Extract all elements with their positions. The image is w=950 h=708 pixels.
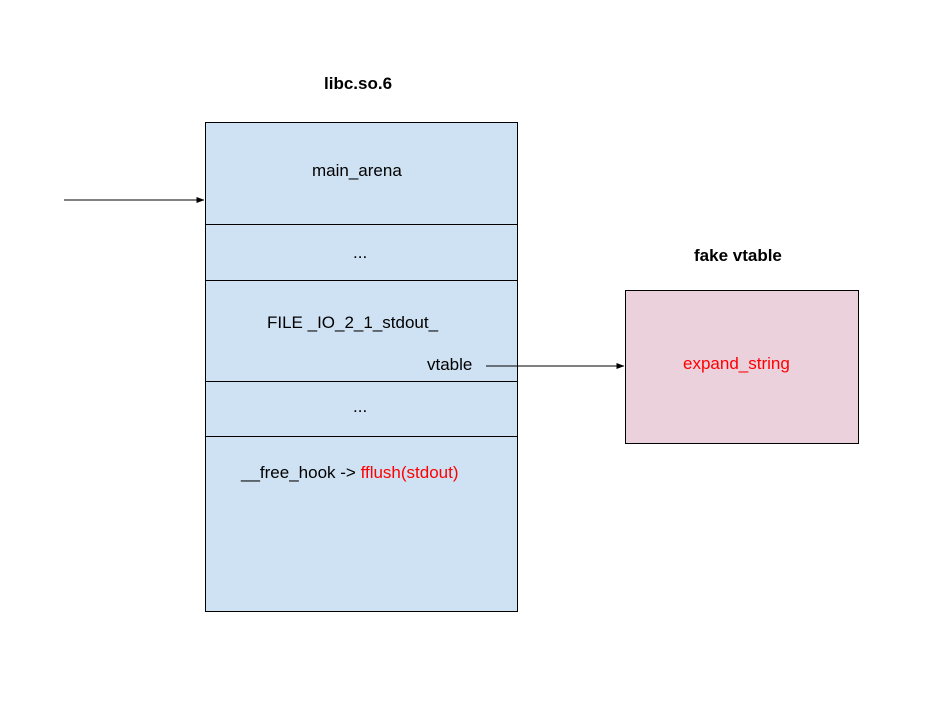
- expand-string-label: expand_string: [683, 354, 790, 373]
- free-hook-target: fflush(stdout): [360, 463, 459, 482]
- free-hook-prefix: __free_hook ->: [241, 463, 361, 482]
- libc-title: libc.so.6: [324, 74, 393, 93]
- divider-3: [205, 381, 517, 382]
- fake-vtable-title: fake vtable: [694, 246, 782, 265]
- ellipsis-label-1: ...: [353, 243, 368, 262]
- divider-2: [205, 280, 518, 281]
- ellipsis-label-2: ...: [353, 397, 368, 416]
- divider-4: [205, 436, 517, 437]
- main-arena-label: main_arena: [312, 161, 402, 180]
- fake-vtable-block: [625, 290, 859, 444]
- vtable-field-label: vtable: [427, 355, 473, 374]
- free-hook-label: __free_hook -> fflush(stdout): [241, 463, 459, 483]
- libc-memory-block: [205, 122, 518, 612]
- divider-1: [205, 224, 518, 225]
- file-stdout-label: FILE _IO_2_1_stdout_: [267, 313, 439, 332]
